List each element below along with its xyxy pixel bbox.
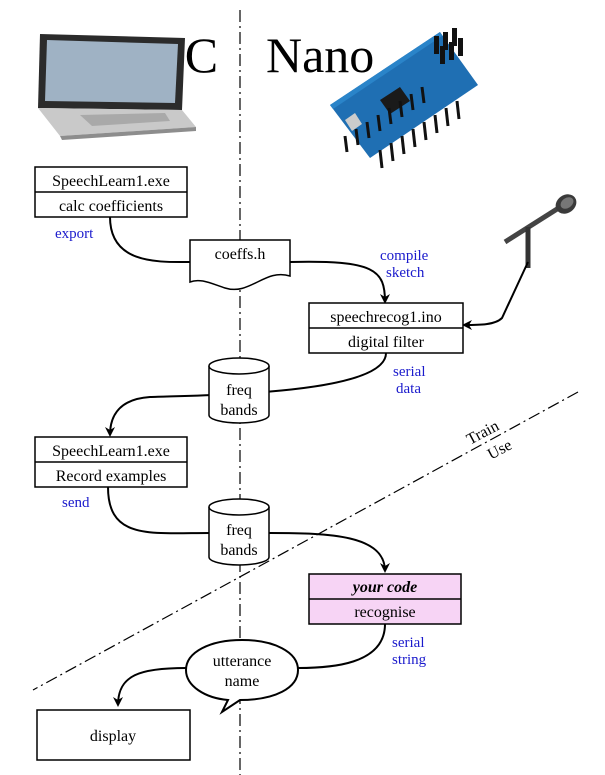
speechlearn-record-subtitle: Record examples (56, 468, 167, 485)
compile-label-1: compile (380, 248, 429, 264)
freq-bands-cylinder-2: freq bands (208, 498, 270, 566)
laptop-icon (38, 34, 196, 140)
speechlearn-record-box: SpeechLearn1.exe Record examples (34, 436, 188, 488)
utterance-bubble: utterance name (184, 638, 300, 715)
speechrecog-box: speechrecog1.ino digital filter (308, 302, 464, 354)
serial-string-label-1: serial (392, 635, 424, 651)
microphone-icon (503, 194, 577, 268)
display-label: display (90, 728, 136, 745)
your-code-subtitle: recognise (354, 604, 415, 621)
arduino-nano-icon (330, 28, 478, 169)
utterance-line2: name (225, 673, 260, 690)
speechrecog-title: speechrecog1.ino (330, 309, 442, 326)
speechlearn-record-title: SpeechLearn1.exe (52, 443, 170, 460)
freq-bands-2-line1: freq (226, 522, 252, 539)
send-label: send (62, 495, 90, 511)
your-code-title: your code (351, 579, 417, 596)
serial-data-label-1: serial (393, 364, 425, 380)
speechlearn-calc-subtitle: calc coefficients (59, 198, 163, 215)
utterance-line1: utterance (213, 653, 272, 670)
nano-heading: Nano (266, 27, 374, 83)
display-box: display (36, 709, 191, 761)
freq-bands-1-line1: freq (226, 382, 252, 399)
speechrecog-subtitle: digital filter (348, 334, 425, 351)
use-label: Use (485, 437, 515, 464)
coeffs-label: coeffs.h (215, 246, 266, 263)
freq-bands-2-line2: bands (220, 542, 257, 559)
your-code-box: your code recognise (308, 573, 462, 625)
serial-string-label-2: string (392, 652, 427, 668)
speechlearn-calc-box: SpeechLearn1.exe calc coefficients (34, 166, 188, 218)
speechlearn-calc-title: SpeechLearn1.exe (52, 173, 170, 190)
freq-bands-1-line2: bands (220, 402, 257, 419)
train-use-divider (32, 391, 579, 691)
freq-bands-cylinder-1: freq bands (208, 357, 270, 424)
compile-label-2: sketch (386, 265, 425, 281)
export-label: export (55, 226, 94, 242)
serial-data-label-2: data (396, 381, 421, 397)
coeffs-document: coeffs.h (189, 239, 291, 291)
